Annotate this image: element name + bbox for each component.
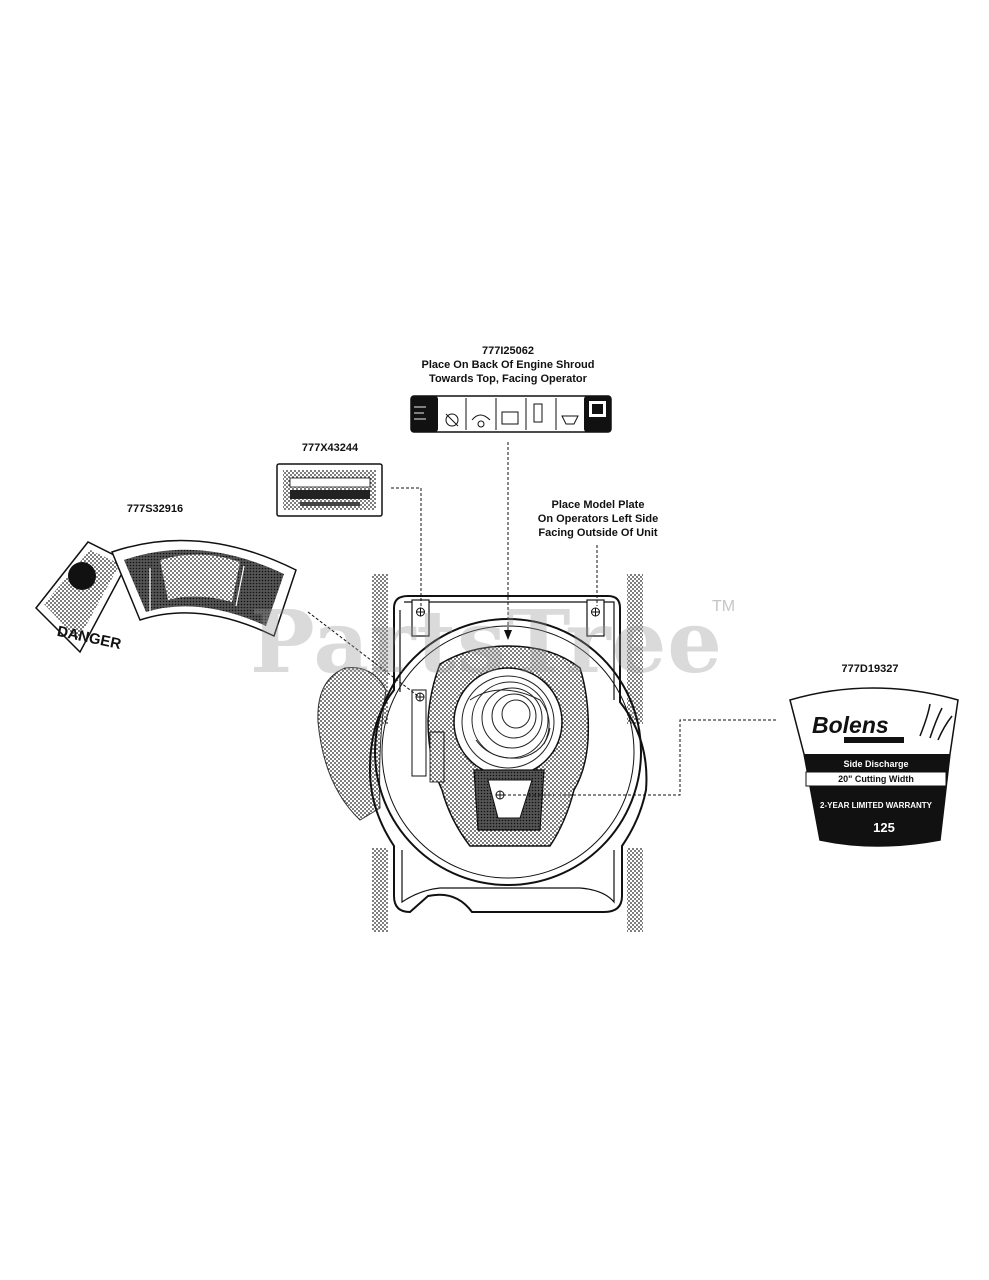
pad-right [586,599,605,637]
model-plate-line2: On Operators Left Side [537,513,659,525]
bolens-row-cc: 125 [873,820,895,835]
decal-bolens: Bolens Side Discharge 20" Cutting Width … [789,687,959,847]
decal-danger: DANGER [34,539,297,654]
bolens-row-cutting-width: 20" Cutting Width [838,774,914,784]
svg-text:XXXXXX: XXXXXX [414,405,426,409]
svg-text:XXXXXX: XXXXXX [414,417,426,421]
wheel-rear-right [627,574,643,724]
bolens-row-side-discharge: Side Discharge [843,759,908,769]
model-plate-line3: Facing Outside Of Unit [538,527,658,539]
wheel-front-right [627,848,643,932]
decal-small-plate [276,463,383,517]
part-number-777I25062: 777I25062 [482,345,534,357]
wheel-front-left [372,848,388,932]
model-plate-line1: Place Model Plate [551,499,645,511]
svg-text:XXXXX: XXXXX [414,411,424,415]
part-number-777D19327: 777D19327 [841,663,899,675]
watermark-tm: TM [712,598,736,615]
engine-shroud-line1: Place On Back Of Engine Shroud [421,359,595,371]
part-number-777S32916: 777S32916 [126,503,184,515]
engine-shroud-line2: Towards Top, Facing Operator [429,373,587,385]
discharge-chute [317,666,387,821]
bolens-row-warranty: 2-YEAR LIMITED WARRANTY [820,801,933,810]
leader-lines [307,442,776,796]
watermark: PartsTree [250,592,724,693]
bolens-brand: Bolens [812,712,889,738]
part-number-777X43244: 777X43244 [301,442,359,454]
